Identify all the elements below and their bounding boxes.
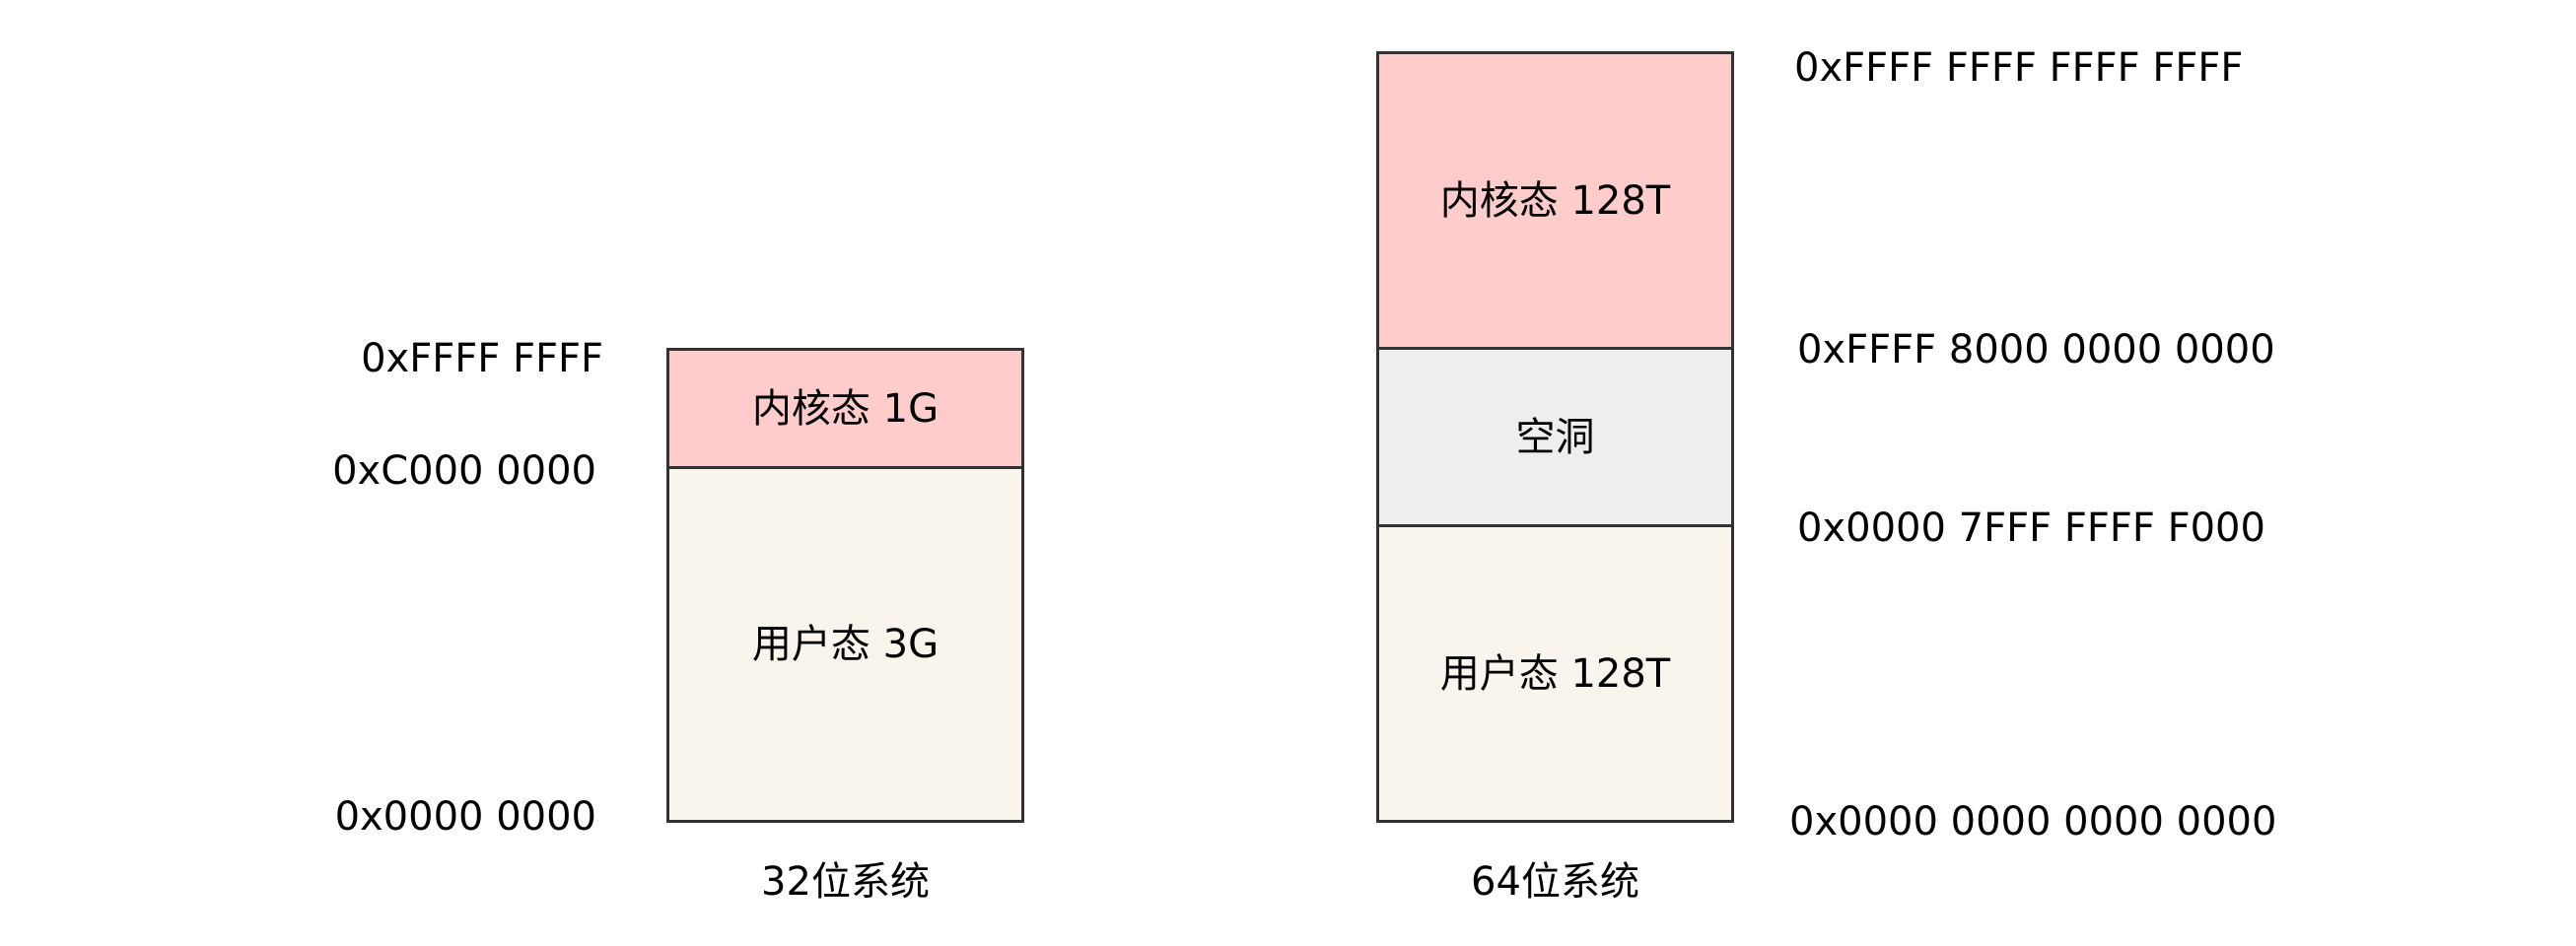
address-top-32bit: 0xFFFF FFFF xyxy=(361,336,603,381)
user-space-segment-64bit: 用户态 128T xyxy=(1376,524,1734,823)
kernel-space-segment-64bit: 内核态 128T xyxy=(1376,51,1734,350)
caption-64bit: 64位系统 xyxy=(1471,859,1639,905)
memory-layout-64bit: 内核态 128T 空洞 用户态 128T xyxy=(1376,51,1734,823)
user-space-segment-32bit: 用户态 3G xyxy=(666,466,1024,823)
memory-layout-32bit: 内核态 1G 用户态 3G xyxy=(666,348,1024,823)
address-kernel-start-32bit: 0xC000 0000 xyxy=(332,448,596,494)
caption-32bit: 32位系统 xyxy=(761,859,930,905)
kernel-space-segment-32bit: 内核态 1G xyxy=(666,348,1024,469)
user-space-label-64bit: 用户态 128T xyxy=(1439,650,1671,697)
hole-label-64bit: 空洞 xyxy=(1515,414,1595,460)
address-user-end-64bit: 0x0000 7FFF FFFF F000 xyxy=(1797,506,2265,551)
kernel-space-label-32bit: 内核态 1G xyxy=(751,385,940,432)
address-bottom-64bit: 0x0000 0000 0000 0000 xyxy=(1789,799,2277,845)
user-space-label-32bit: 用户态 3G xyxy=(751,622,940,667)
hole-segment-64bit: 空洞 xyxy=(1376,347,1734,527)
kernel-space-label-64bit: 内核态 128T xyxy=(1439,177,1671,224)
address-top-64bit: 0xFFFF FFFF FFFF FFFF xyxy=(1794,45,2244,91)
address-kernel-start-64bit: 0xFFFF 8000 0000 0000 xyxy=(1797,327,2275,372)
address-bottom-32bit: 0x0000 0000 xyxy=(334,794,596,840)
